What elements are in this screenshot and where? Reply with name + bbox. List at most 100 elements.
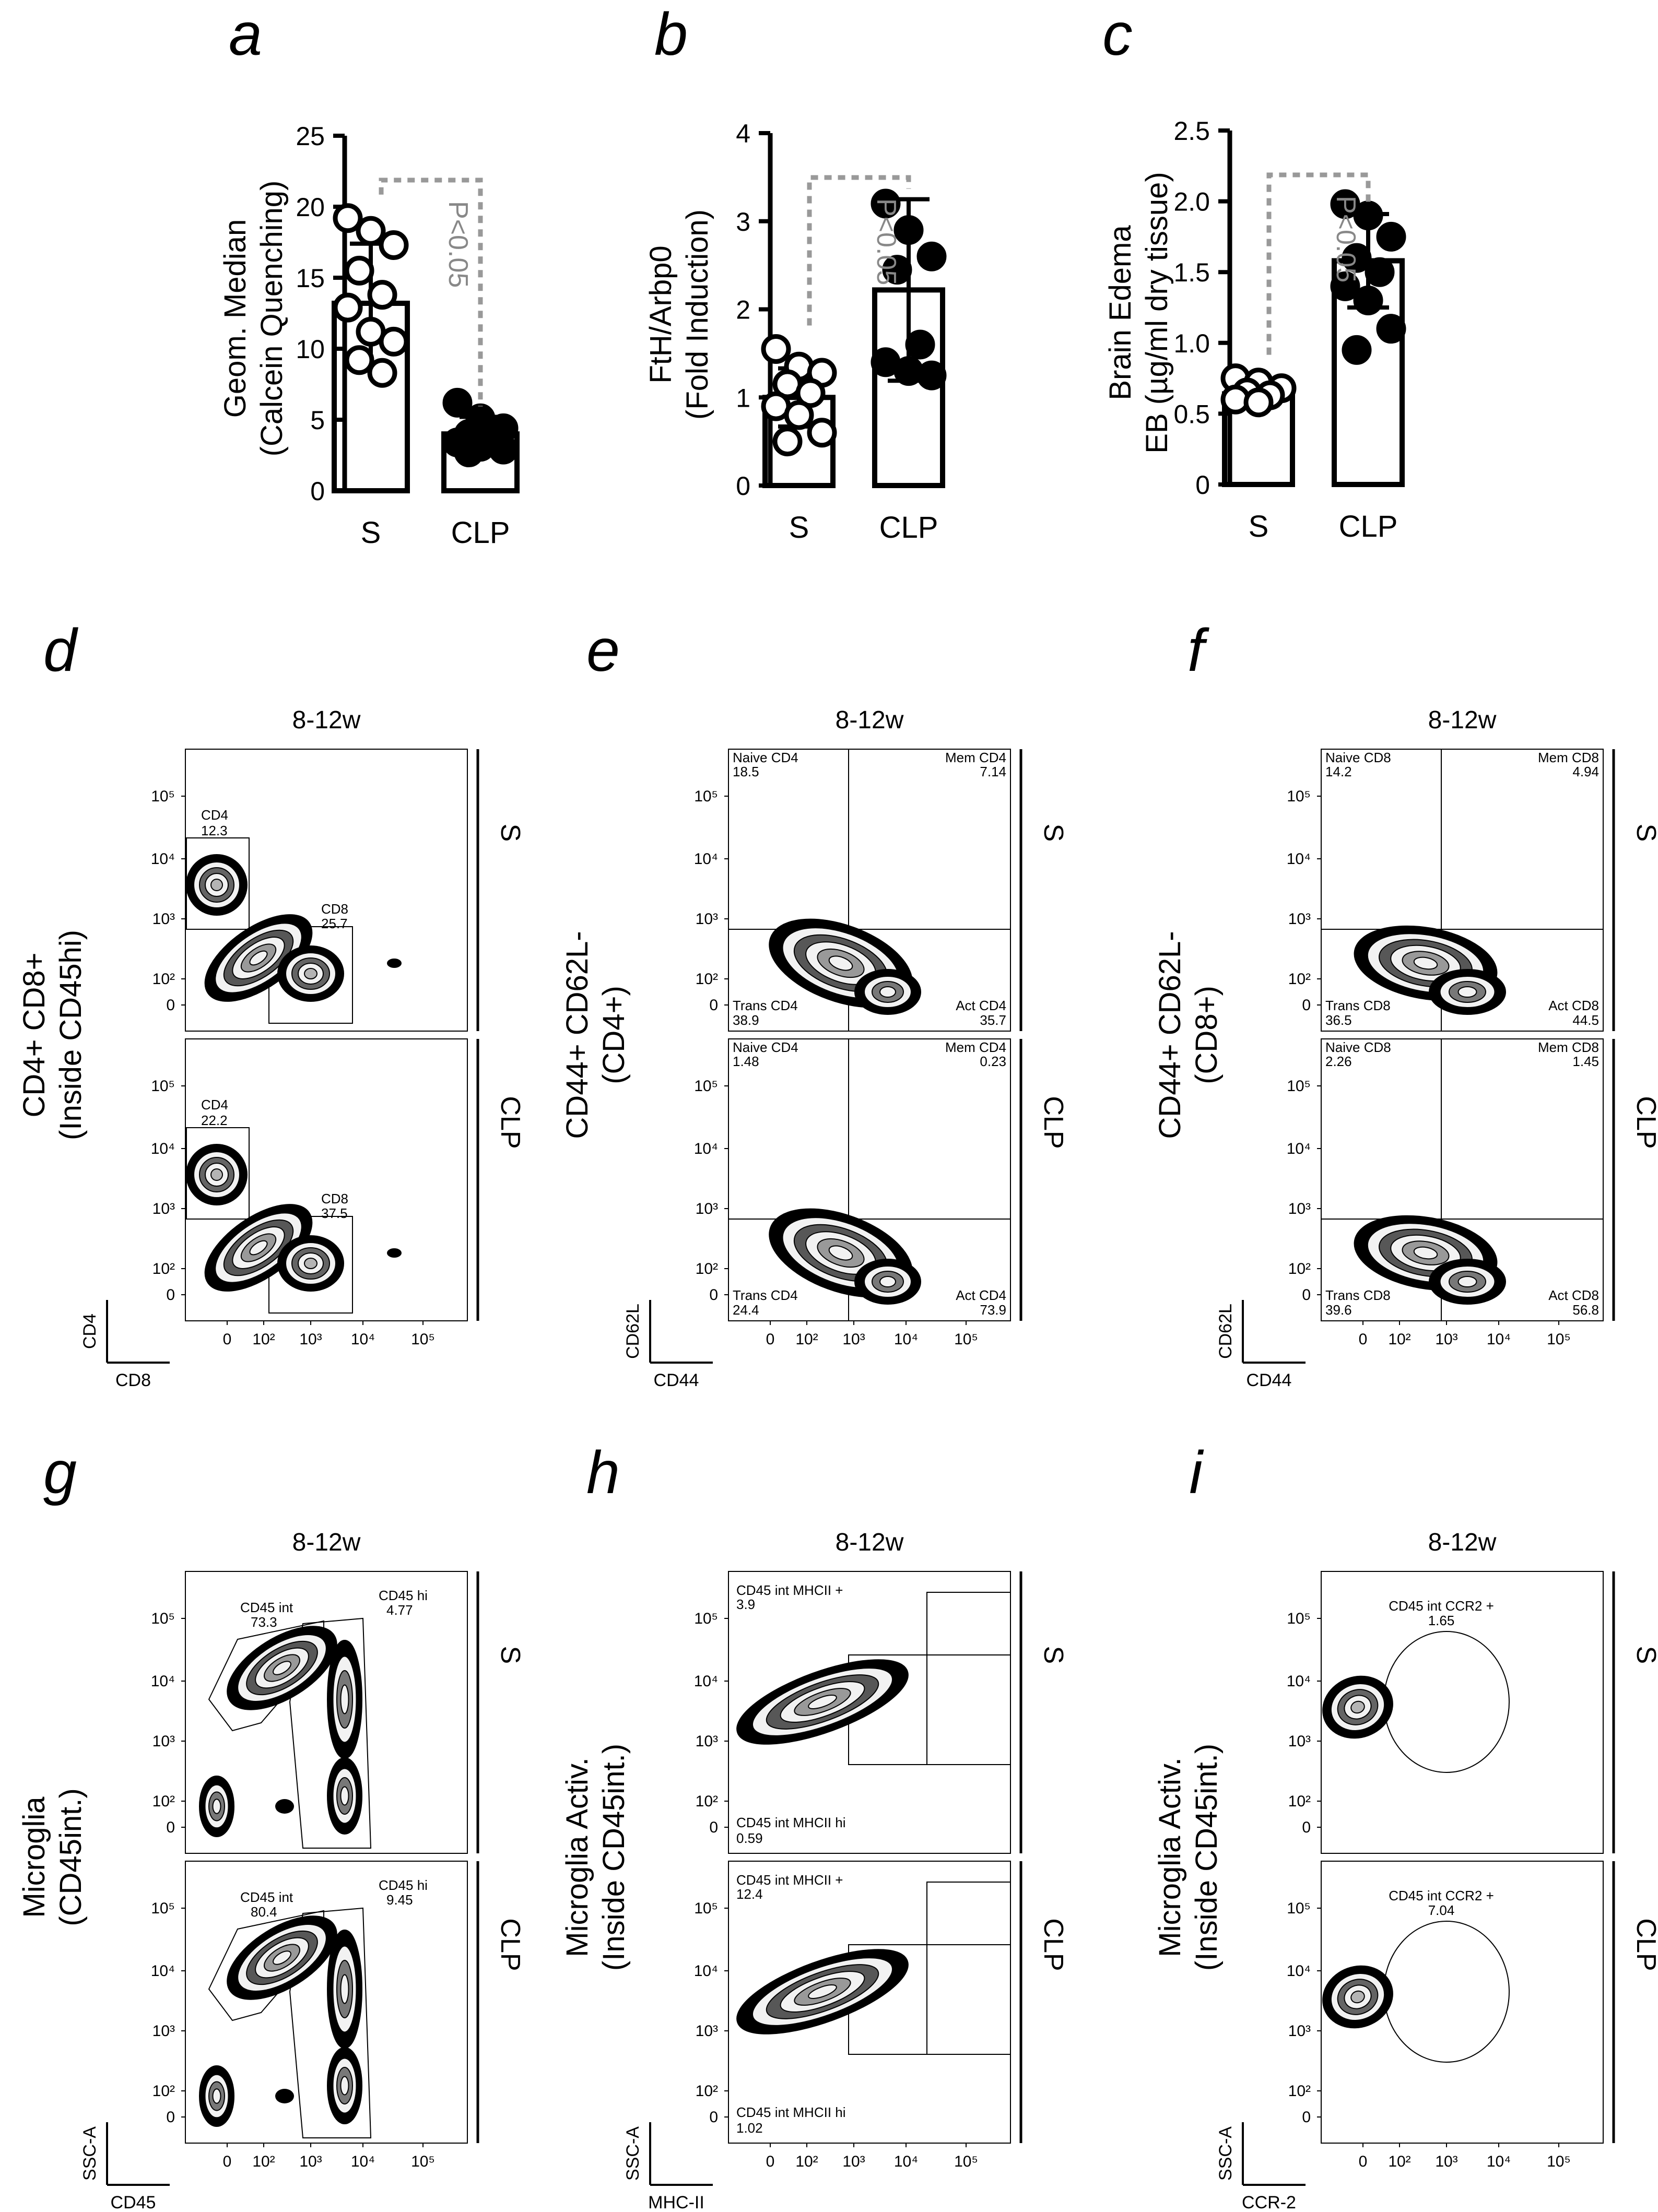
density-contour bbox=[210, 1168, 223, 1181]
flow-y-tick-label: 10² bbox=[696, 1260, 718, 1277]
flow-y-tick-label: 10⁵ bbox=[694, 1610, 718, 1627]
gate-name: CD45 hi bbox=[379, 1877, 428, 1893]
panel-ylabel-line2: (CD8+) bbox=[1190, 986, 1224, 1084]
flow-x-tick-label: 10⁵ bbox=[411, 2153, 435, 2170]
flow-y-tick-label: 10⁴ bbox=[151, 1962, 175, 1980]
data-point-S bbox=[367, 280, 397, 310]
flow-y-tick-label: 10³ bbox=[696, 910, 718, 928]
flow-x-tick-label: 10⁴ bbox=[1487, 1331, 1511, 1348]
flow-y-tick-label: 0 bbox=[1302, 2109, 1311, 2126]
flow-x-tick-label: 0 bbox=[1359, 1331, 1368, 1348]
flow-x-tick-label: 10³ bbox=[299, 2153, 322, 2170]
density-contour bbox=[828, 955, 853, 971]
flow-x-tick-label: 10³ bbox=[842, 1331, 865, 1348]
flow-y-tick-label: 10² bbox=[696, 1793, 718, 1810]
y-tick-label: 10 bbox=[296, 335, 325, 364]
flow-y-axis-name: CD62L bbox=[623, 1304, 643, 1359]
data-point-CLP bbox=[1342, 243, 1372, 273]
density-contour bbox=[1350, 1990, 1365, 2004]
gate-value: 0.23 bbox=[980, 1054, 1006, 1069]
flow-y-tick-label: 10⁵ bbox=[694, 1078, 718, 1095]
gate-value: 35.7 bbox=[980, 1012, 1006, 1028]
gate-name: Mem CD4 bbox=[945, 1039, 1006, 1055]
panel-ylabel-line1: CD4+ CD8+ bbox=[17, 953, 51, 1118]
data-point-CLP bbox=[1353, 285, 1383, 315]
flow-y-tick-label: 10⁴ bbox=[1287, 1140, 1311, 1157]
flow-y-tick-label: 10³ bbox=[152, 1200, 175, 1217]
panel-label-a: a bbox=[229, 1, 262, 68]
flow-x-tick-label: 10⁵ bbox=[954, 2153, 978, 2170]
flow-x-tick-label: 10³ bbox=[842, 2153, 865, 2170]
flow-y-axis-name: SSC-A bbox=[623, 2126, 643, 2181]
y-axis-label-line1: FtH/Arbp0 bbox=[644, 245, 678, 383]
density-contour bbox=[1413, 1246, 1438, 1260]
density-contour bbox=[340, 1786, 349, 1806]
y-tick-label: 0 bbox=[1195, 470, 1210, 500]
flow-x-tick-label: 0 bbox=[223, 1331, 232, 1348]
flow-y-axis-name: CD62L bbox=[1216, 1304, 1236, 1359]
flow-y-tick-label: 10³ bbox=[696, 2022, 718, 2040]
flow-y-tick-label: 10⁵ bbox=[151, 1900, 175, 1917]
gate-value: 14.2 bbox=[1325, 764, 1352, 779]
y-tick-label: 25 bbox=[296, 122, 325, 151]
density-contour bbox=[304, 968, 318, 979]
gate-value: 7.04 bbox=[1428, 1902, 1455, 1918]
data-point-CLP bbox=[1330, 189, 1360, 219]
data-point-CLP bbox=[454, 437, 484, 468]
panel-label-g: g bbox=[43, 1439, 77, 1506]
density-contour bbox=[1350, 1700, 1365, 1714]
data-point-CLP bbox=[882, 255, 912, 285]
density-contour bbox=[1413, 956, 1438, 970]
gate-value: 1.45 bbox=[1572, 1054, 1599, 1069]
density-contour bbox=[273, 1661, 291, 1675]
flow-x-tick-label: 10² bbox=[252, 1331, 275, 1348]
flow-y-tick-label: 10⁵ bbox=[1287, 788, 1311, 805]
flow-y-axis-name: SSC-A bbox=[80, 2126, 100, 2181]
flow-y-tick-label: 10² bbox=[152, 1260, 175, 1277]
flow-x-tick-label: 10⁵ bbox=[411, 1331, 435, 1348]
gate-name: Act CD4 bbox=[956, 1287, 1006, 1303]
y-tick-label: 3 bbox=[736, 207, 750, 236]
panel-title: 8-12w bbox=[292, 1529, 361, 1556]
gate-name: Mem CD8 bbox=[1538, 1039, 1599, 1055]
flow-y-tick-label: 10³ bbox=[696, 1733, 718, 1750]
data-point-CLP bbox=[1365, 257, 1395, 287]
flow-y-tick-label: 10² bbox=[152, 971, 175, 988]
y-tick-label: 0 bbox=[310, 477, 325, 506]
gate-name: Naive CD4 bbox=[733, 1039, 798, 1055]
flow-y-tick-label: 10⁵ bbox=[694, 1900, 718, 1917]
flow-y-tick-label: 10² bbox=[1288, 1793, 1311, 1810]
panel-title: 8-12w bbox=[1428, 1529, 1497, 1556]
flow-y-tick-label: 0 bbox=[166, 997, 175, 1014]
gate-value: 80.4 bbox=[251, 1904, 277, 1920]
x-tick-label-CLP: CLP bbox=[879, 511, 938, 545]
y-tick-label: 0 bbox=[736, 471, 750, 501]
flow-y-tick-label: 10⁵ bbox=[151, 1078, 175, 1095]
y-tick-label: 1.5 bbox=[1173, 258, 1210, 287]
flow-x-axis-name: MHC-II bbox=[648, 2193, 704, 2212]
flow-x-tick-label: 10⁴ bbox=[1487, 2153, 1511, 2170]
gate-name: CD8 bbox=[321, 901, 348, 917]
panel-ylabel-line2: (Inside CD45int.) bbox=[597, 1744, 631, 1971]
flow-x-tick-label: 10³ bbox=[1435, 2153, 1457, 2170]
panel-ylabel-line1: CD44+ CD62L- bbox=[560, 931, 594, 1139]
gate-value: 12.3 bbox=[201, 823, 228, 838]
flow-y-tick-label: 10⁴ bbox=[694, 1673, 718, 1690]
flow-y-tick-label: 10⁴ bbox=[694, 850, 718, 868]
data-point-S bbox=[333, 203, 363, 233]
x-tick-label-S: S bbox=[361, 516, 381, 550]
flow-y-tick-label: 10⁴ bbox=[694, 1962, 718, 1980]
flow-x-tick-label: 10³ bbox=[299, 1331, 322, 1348]
data-point-S bbox=[333, 292, 363, 323]
density-contour bbox=[210, 879, 223, 891]
gate-value: 39.6 bbox=[1325, 1302, 1352, 1318]
data-point-CLP bbox=[871, 188, 901, 219]
y-tick-label: 5 bbox=[310, 406, 325, 435]
condition-label: CLP bbox=[495, 1096, 525, 1149]
